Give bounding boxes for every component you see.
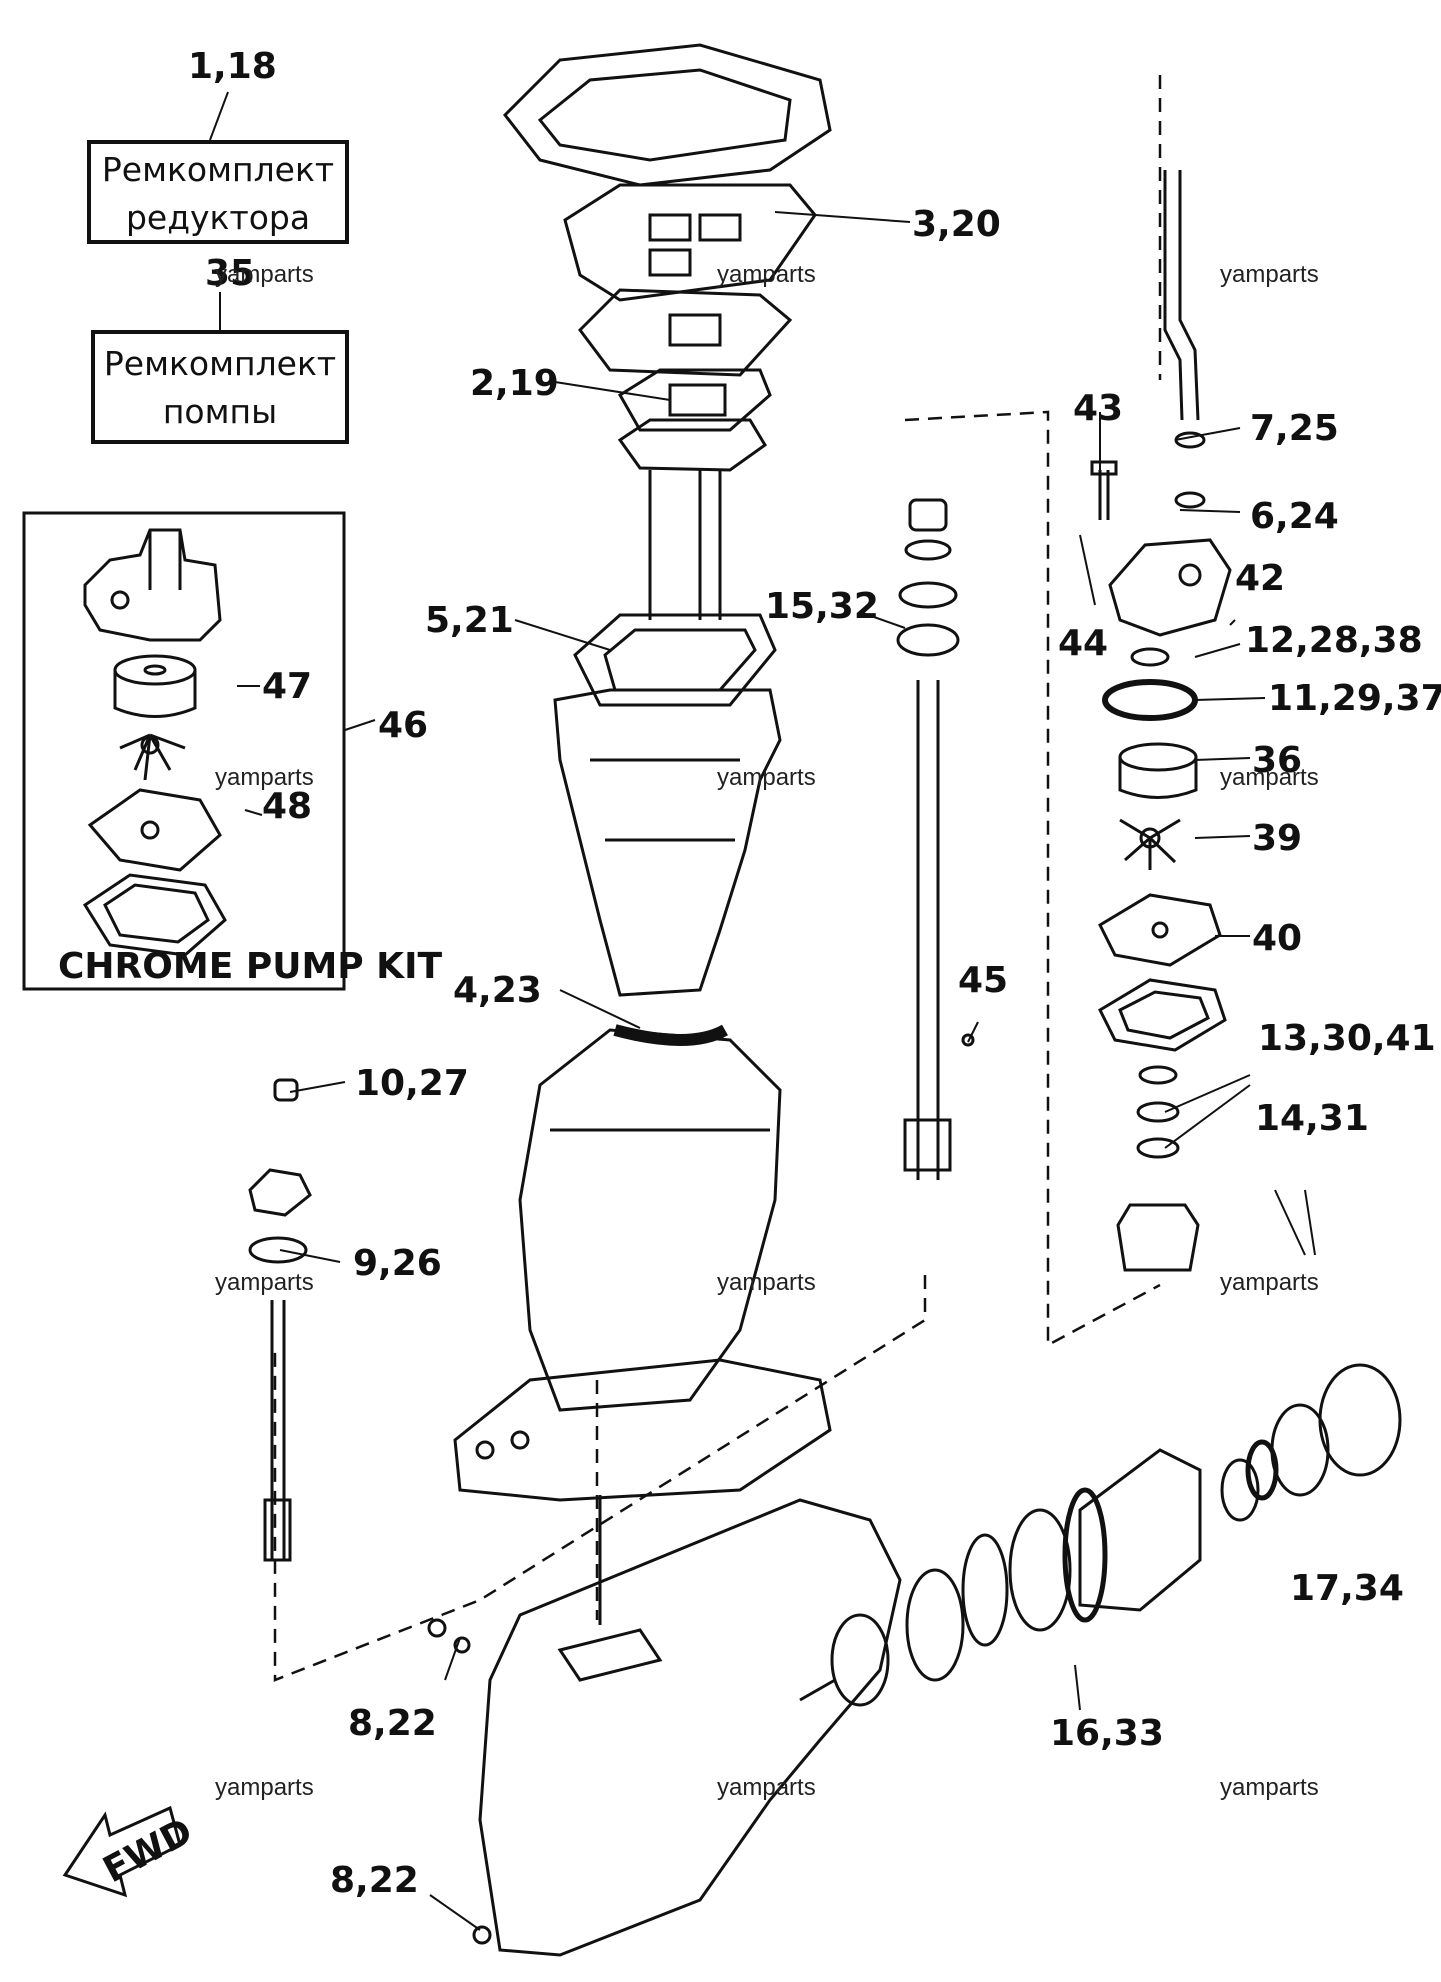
callout-8-22-lower: 8,22 bbox=[330, 1860, 419, 1901]
inset-plate bbox=[87, 788, 222, 872]
callout-42: 42 bbox=[1235, 558, 1285, 599]
callout-17-34: 17,34 bbox=[1290, 1568, 1404, 1609]
watermark: yamparts bbox=[1220, 1269, 1319, 1296]
plate bbox=[578, 288, 793, 377]
callout-39: 39 bbox=[1252, 818, 1302, 859]
upper-shaft-housing bbox=[617, 418, 767, 620]
chrome-pump-kit-frame bbox=[22, 511, 346, 991]
callout-47: 47 bbox=[262, 666, 312, 707]
callout-10-27: 10,27 bbox=[355, 1063, 469, 1104]
callout-11-29-37: 11,29,37 bbox=[1268, 678, 1441, 719]
callout-6-24: 6,24 bbox=[1250, 496, 1339, 537]
impeller-39 bbox=[1119, 818, 1181, 870]
impeller-housing-36 bbox=[1118, 742, 1198, 799]
callout-36: 36 bbox=[1252, 740, 1302, 781]
callout-16-33: 16,33 bbox=[1050, 1713, 1164, 1754]
gasket-2-19 bbox=[617, 368, 772, 432]
drive-shaft bbox=[896, 498, 975, 1180]
callout-13-30-41: 13,30,41 bbox=[1258, 1018, 1436, 1059]
watermark: yamparts bbox=[215, 1774, 314, 1801]
callout-5-21: 5,21 bbox=[425, 600, 514, 641]
leader-lines bbox=[209, 91, 1316, 1931]
pump-kit-line2: помпы bbox=[162, 392, 278, 431]
watermark: yamparts bbox=[717, 1774, 816, 1801]
seals-14-31 bbox=[1136, 1065, 1180, 1159]
watermarks: yamparts yamparts yamparts yamparts yamp… bbox=[215, 261, 1319, 1801]
watermark: yamparts bbox=[1220, 1774, 1319, 1801]
inset-impeller bbox=[113, 654, 197, 718]
watermark: yamparts bbox=[717, 1269, 816, 1296]
anti-cavitation-plate bbox=[453, 1358, 832, 1502]
callout-44: 44 bbox=[1058, 623, 1108, 664]
callout-3-20: 3,20 bbox=[912, 204, 1001, 245]
callout-labels: 1,18 35 3,20 2,19 5,21 4,23 15,32 43 7,2… bbox=[188, 46, 1441, 1901]
water-tube bbox=[1163, 170, 1206, 509]
bolt-43 bbox=[1090, 460, 1118, 520]
gearcase bbox=[478, 1495, 902, 1957]
callout-1-18: 1,18 bbox=[188, 46, 277, 87]
seal-4-23 bbox=[613, 1024, 728, 1046]
callout-48: 48 bbox=[262, 786, 312, 827]
fwd-arrow bbox=[62, 1805, 182, 1898]
callout-2-19: 2,19 bbox=[470, 363, 559, 404]
callout-46: 46 bbox=[378, 705, 428, 746]
watermark: yamparts bbox=[215, 764, 314, 791]
watermark: yamparts bbox=[717, 261, 816, 288]
chrome-pump-kit-title: CHROME PUMP KIT bbox=[58, 946, 442, 987]
plate-40 bbox=[1098, 893, 1222, 967]
watermark: yamparts bbox=[717, 764, 816, 791]
inset-gasket bbox=[82, 873, 227, 957]
watermark: yamparts bbox=[1220, 261, 1319, 288]
callout-15-32: 15,32 bbox=[765, 586, 879, 627]
callout-40: 40 bbox=[1252, 918, 1302, 959]
callout-35: 35 bbox=[205, 253, 255, 294]
upper-casing bbox=[553, 688, 782, 997]
pump-cup bbox=[1116, 1203, 1200, 1272]
shift-rod-assembly bbox=[248, 1078, 312, 1562]
callout-9-26: 9,26 bbox=[353, 1243, 442, 1284]
lower-casing bbox=[518, 1028, 782, 1412]
gearcase-kit-line1: Ремкомплект bbox=[101, 150, 335, 189]
callout-45: 45 bbox=[958, 960, 1008, 1001]
callout-43: 43 bbox=[1073, 388, 1123, 429]
watermark: yamparts bbox=[1220, 764, 1319, 791]
gasket-13-30-41 bbox=[1098, 978, 1227, 1052]
callout-4-23: 4,23 bbox=[453, 970, 542, 1011]
callout-8-22-upper: 8,22 bbox=[348, 1703, 437, 1744]
watermark: yamparts bbox=[215, 1269, 314, 1296]
assembly-lines bbox=[273, 75, 1162, 1682]
callout-12-28-38: 12,28,38 bbox=[1245, 620, 1423, 661]
gasket-3-20 bbox=[563, 183, 817, 302]
prop-shaft-parts bbox=[799, 1363, 1402, 1707]
callout-14-31: 14,31 bbox=[1255, 1098, 1369, 1139]
upper-cover bbox=[503, 43, 832, 187]
pump-kit-box: Ремкомплект помпы bbox=[91, 330, 349, 444]
pump-kit-line1: Ремкомплект bbox=[103, 344, 337, 383]
inset-impeller-vanes bbox=[119, 733, 186, 781]
watermark: yamparts bbox=[215, 261, 314, 288]
gearcase-kit-line2: редуктора bbox=[125, 198, 311, 237]
gearcase-kit-box: Ремкомплект редуктора bbox=[87, 140, 349, 244]
o-ring-11-29-37 bbox=[1102, 647, 1198, 721]
drain-plugs bbox=[427, 1618, 492, 1945]
fwd-label: FWD bbox=[97, 1811, 199, 1891]
callout-7-25: 7,25 bbox=[1250, 408, 1339, 449]
inset-pump-housing bbox=[83, 528, 222, 642]
pump-housing bbox=[1108, 538, 1232, 637]
